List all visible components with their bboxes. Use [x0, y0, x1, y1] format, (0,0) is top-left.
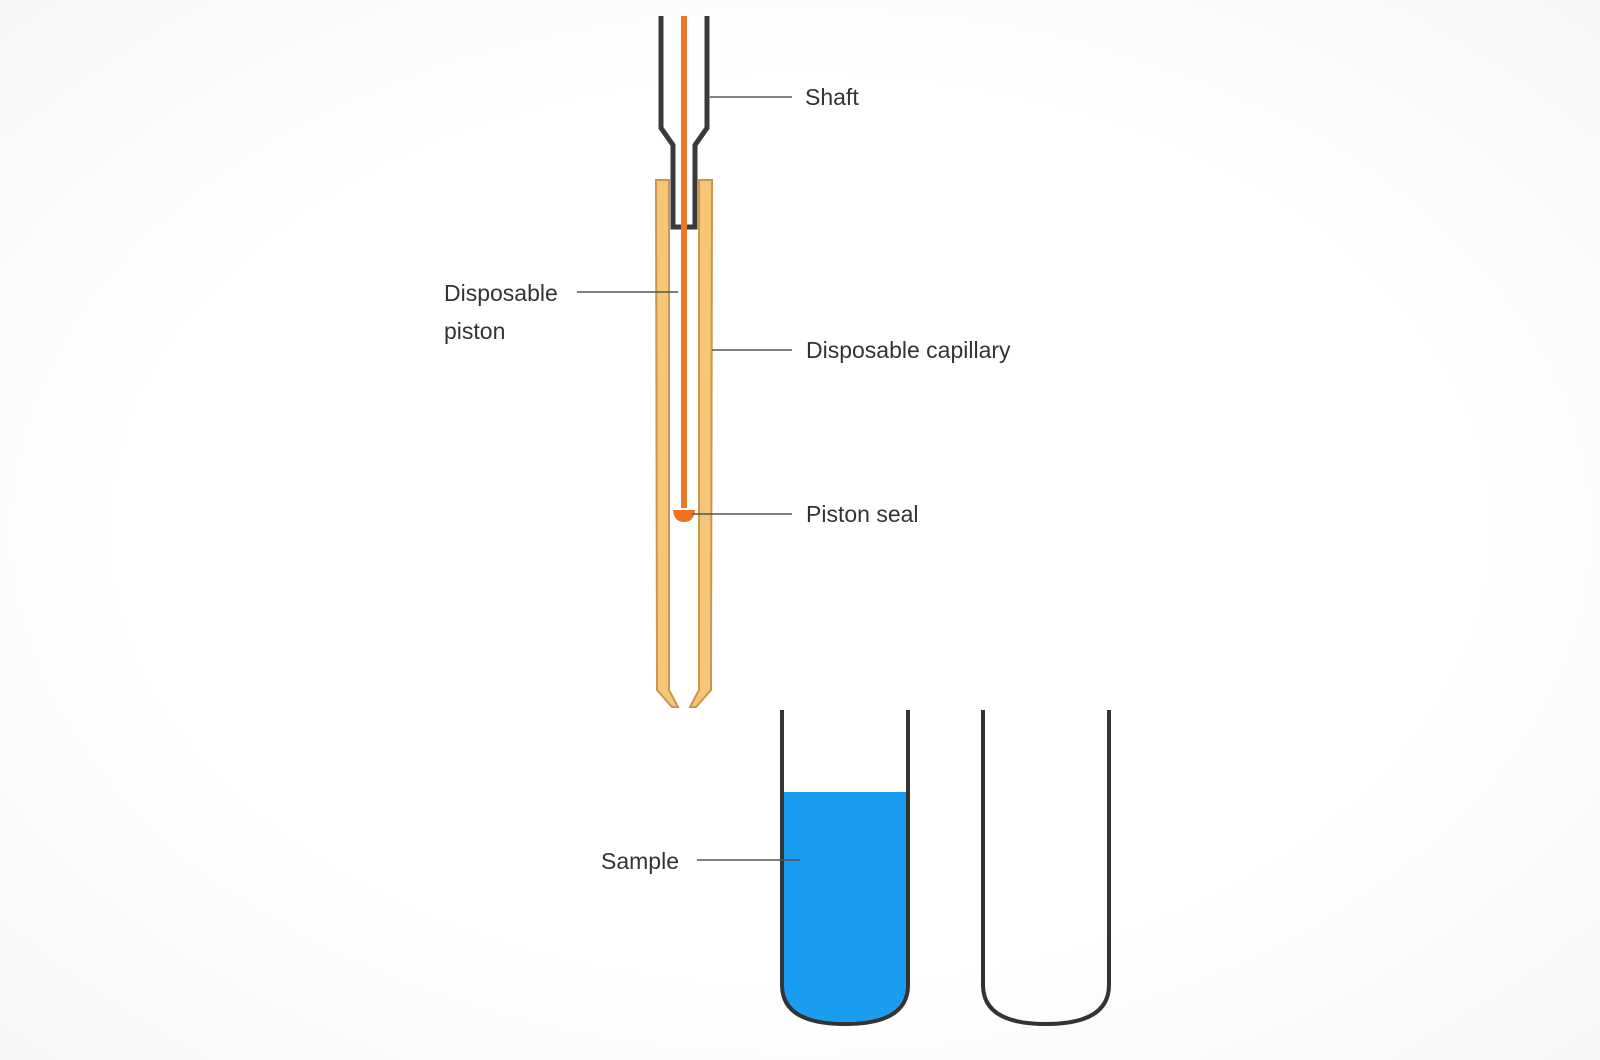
sample-tube — [780, 710, 910, 1027]
leader-lines — [577, 96, 800, 861]
label-seal: Piston seal — [806, 501, 919, 527]
label-piston-2: piston — [444, 318, 505, 344]
label-piston-1: Disposable — [444, 280, 558, 306]
label-capillary: Disposable capillary — [806, 337, 1011, 363]
label-sample: Sample — [601, 848, 679, 874]
empty-tube — [981, 710, 1111, 1027]
piston-seal — [673, 510, 695, 522]
label-shaft: Shaft — [805, 84, 859, 110]
disposable-capillary — [654, 179, 714, 708]
